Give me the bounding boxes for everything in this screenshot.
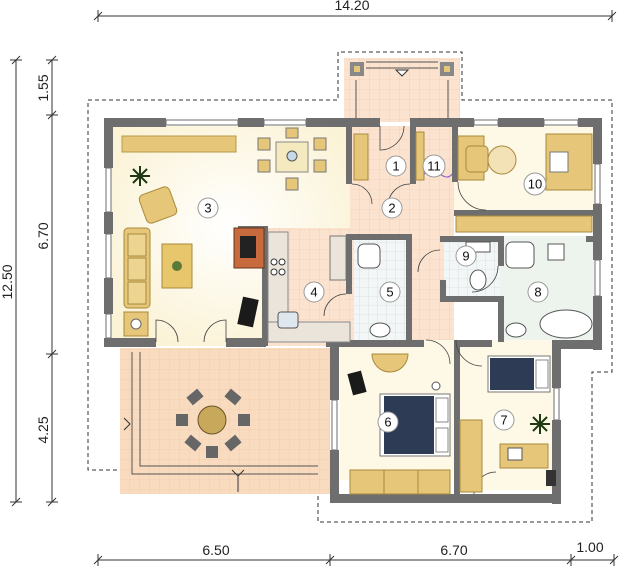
bedroom-7-furniture [459, 355, 556, 493]
dim-left-mid: 6.70 [35, 222, 51, 249]
room-number-8: 8 [534, 285, 541, 300]
dimension-lines [10, 10, 619, 566]
dining-furniture [257, 127, 327, 191]
office-furniture [455, 133, 593, 233]
room-number-3: 3 [204, 201, 211, 216]
bathroom-furniture [357, 241, 593, 339]
room-number-1: 1 [392, 159, 399, 174]
room-labels: 1 2 3 4 5 6 7 8 9 10 11 [197, 154, 549, 433]
room-number-4: 4 [310, 285, 317, 300]
dim-left-bottom: 4.25 [35, 416, 51, 443]
room-number-5: 5 [386, 285, 393, 300]
living-room-furniture [121, 135, 237, 337]
room-number-10: 10 [528, 177, 542, 192]
terrace-furniture [176, 388, 250, 458]
dim-bottom-left: 6.50 [202, 542, 229, 558]
dim-top-total: 14.20 [334, 0, 369, 13]
dim-left-total: 12.50 [0, 264, 15, 299]
dim-bottom-right: 1.00 [576, 539, 603, 555]
room-number-9: 9 [462, 249, 469, 264]
doors [155, 125, 499, 495]
room-number-7: 7 [500, 413, 507, 428]
kitchen-furniture [233, 227, 351, 343]
bedroom-6-furniture [347, 353, 451, 495]
windows [105, 119, 601, 451]
entrance-porch [344, 58, 460, 122]
dim-left-top: 1.55 [35, 74, 51, 101]
room-number-11: 11 [427, 159, 441, 174]
room-number-2: 2 [388, 201, 395, 216]
room-number-6: 6 [384, 415, 391, 430]
dim-bottom-mid: 6.70 [440, 542, 467, 558]
